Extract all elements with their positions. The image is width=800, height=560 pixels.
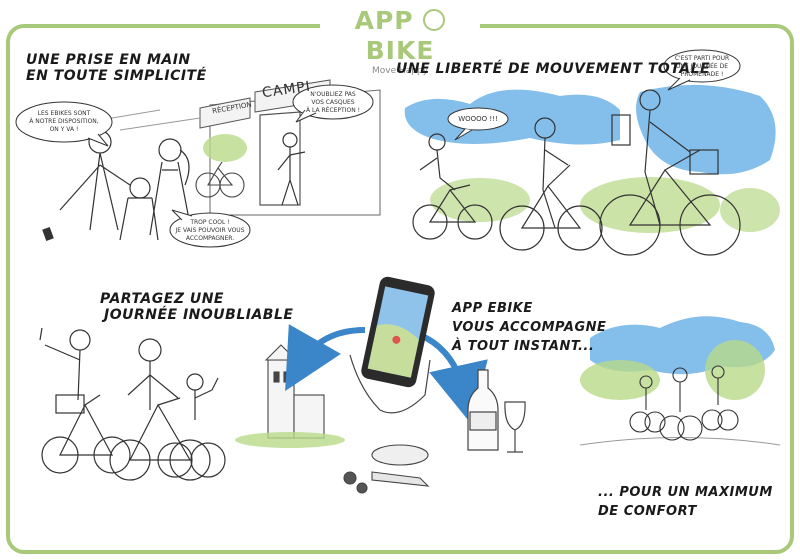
bubble-line: WOOOO !!! — [458, 115, 498, 123]
panel-family-scene — [39, 327, 226, 481]
bubble-line: PROMENADE ! — [680, 70, 724, 78]
bubble-trop-cool — [169, 212, 251, 248]
caption-line: DE CONFORT — [598, 503, 697, 519]
caption-line: VOUS ACCOMPAGNE — [452, 319, 607, 335]
bubble-line: À LA RÉCEPTION ! — [305, 106, 361, 114]
bubble-casques — [292, 84, 374, 120]
panel-reception-scene — [15, 79, 381, 248]
bubble-line: ON Y VA ! — [49, 125, 79, 133]
bubble-casques-text: N'OUBLIEZ PAS VOS CASQUES À LA RÉCEPTION… — [298, 91, 368, 114]
brand-name: APP BIKE — [320, 6, 480, 66]
bubble-woooo-text: WOOOO !!! — [452, 115, 504, 124]
bubble-line: N'OUBLIEZ PAS — [310, 91, 356, 98]
caption-line: À TOUT INSTANT... — [452, 338, 595, 354]
caption-panel-3: PARTAGEZ UNE JOURNÉE INOUBLIABLE — [100, 291, 293, 323]
bicycle-icon — [423, 9, 446, 31]
bubble-line: LES EBIKES SONT — [37, 110, 91, 117]
caption-line: JOURNÉE INOUBLIABLE — [104, 307, 294, 324]
caption-line: PARTAGEZ UNE — [100, 291, 224, 307]
bubble-ebikes-text: LES EBIKES SONT À NOTRE DISPOSITION, ON … — [24, 110, 104, 133]
smartphone-icon — [361, 276, 435, 388]
caption-line: UNE LIBERTÉ DE MOUVEMENT TOTALE — [396, 61, 711, 77]
bubble-cest-parti-text: C'EST PARTI POUR UNE JOURNÉE DE PROMENAD… — [668, 55, 736, 78]
brand-tagline: Move Happy — [371, 66, 429, 76]
brand-name-left: APP — [354, 6, 414, 35]
bubble-line: UNE JOURNÉE DE — [675, 62, 729, 70]
caption-panel-2: UNE LIBERTÉ DE MOUVEMENT TOTALE — [396, 61, 710, 77]
bubble-line: C'EST PARTI POUR — [674, 55, 730, 62]
bubble-woooo — [447, 107, 509, 131]
wine-bottle-icon — [467, 369, 499, 451]
caption-panel-4: APP EBIKE VOUS ACCOMPAGNE À TOUT INSTANT… — [452, 300, 606, 357]
bubble-ebikes — [15, 101, 113, 143]
caption-panel-1: UNE PRISE EN MAIN EN TOUTE SIMPLICITÉ — [26, 52, 207, 84]
panel-app-scene — [235, 276, 526, 494]
panel-road-scene — [579, 316, 781, 446]
arrow-right — [418, 332, 488, 425]
panel-riding-scene — [404, 49, 780, 256]
caption-line: EN TOUTE SIMPLICITÉ — [26, 68, 207, 85]
arrow-left — [285, 324, 366, 392]
bubble-trop-cool-text: TROP COOL ! JE VAIS POUVOIR VOUS ACCOMPA… — [172, 219, 248, 242]
caption-panel-5: ... POUR UN MAXIMUM DE CONFORT — [598, 484, 773, 522]
brand-name-right: BIKE — [365, 36, 435, 65]
bubble-line: ACCOMPAGNER. — [185, 234, 235, 242]
bubble-line: VOS CASQUES — [311, 98, 355, 106]
caption-line: ... POUR UN MAXIMUM — [598, 485, 773, 500]
bubble-line: TROP COOL ! — [190, 219, 230, 226]
caption-line: UNE PRISE EN MAIN — [26, 52, 191, 68]
bubble-cest-parti — [663, 49, 741, 83]
bubble-line: JE VAIS POUVOIR VOUS — [175, 226, 245, 234]
bubble-line: À NOTRE DISPOSITION, — [29, 117, 99, 125]
brand-logo: APP BIKE Move Happy — [320, 6, 480, 76]
caption-line: APP EBIKE — [452, 301, 533, 316]
bicycle-icon — [195, 161, 245, 198]
church-icon — [264, 344, 325, 439]
